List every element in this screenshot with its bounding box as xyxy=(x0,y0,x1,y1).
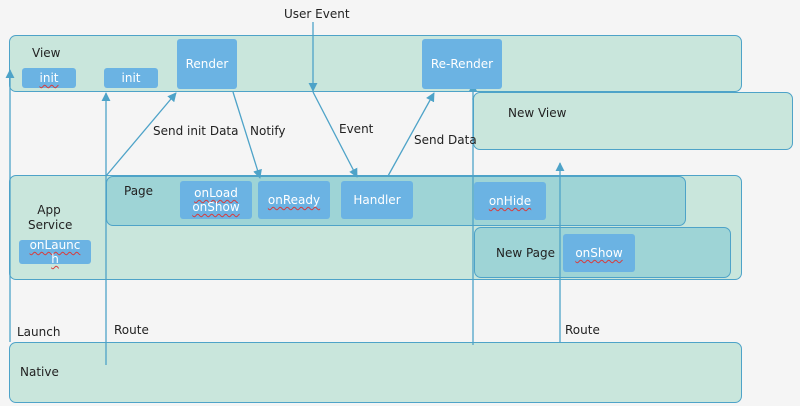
handler-button[interactable]: Handler xyxy=(341,181,413,219)
new-view-lane xyxy=(473,92,793,150)
render-button[interactable]: Render xyxy=(177,39,237,89)
handler-label: Handler xyxy=(353,193,401,207)
onhide-button[interactable]: onHide xyxy=(474,182,546,220)
route-label-1: Route xyxy=(114,323,149,337)
route-label-2: Route xyxy=(565,323,600,337)
notify-label: Notify xyxy=(250,124,286,138)
send-init-data-label: Send init Data xyxy=(153,124,239,138)
new-page-onshow-label: onShow xyxy=(575,246,623,260)
init-label-1: init xyxy=(39,71,59,85)
onready-label: onReady xyxy=(267,193,321,207)
new-view-label: New View xyxy=(508,106,567,120)
launch-label: Launch xyxy=(17,325,61,339)
onhide-label: onHide xyxy=(488,194,532,208)
send-data-arrow xyxy=(387,92,435,177)
app-service-label-line1: App xyxy=(37,203,61,217)
init-label-2: init xyxy=(121,71,141,85)
native-lane xyxy=(9,342,742,403)
rerender-button[interactable]: Re-Render xyxy=(422,39,502,89)
render-label: Render xyxy=(185,57,229,71)
send-data-label: Send Data xyxy=(414,133,477,147)
send-init-data-arrow xyxy=(105,92,177,177)
view-label: View xyxy=(32,46,61,60)
onload-onshow-button[interactable]: onLoad onShow xyxy=(180,181,252,219)
event-arrow xyxy=(312,91,358,178)
onshow-label: onShow xyxy=(192,200,240,214)
onready-button[interactable]: onReady xyxy=(258,181,330,219)
on-launch-label-line2: h xyxy=(51,252,59,266)
init-button-2[interactable]: init xyxy=(104,68,158,88)
app-service-label-line2: Service xyxy=(28,218,73,232)
on-launch-button[interactable]: onLaunc h xyxy=(19,238,91,266)
onload-label: onLoad xyxy=(194,186,238,200)
notify-arrow xyxy=(232,91,262,179)
init-button-1[interactable]: init xyxy=(22,68,76,88)
new-page-onshow-button[interactable]: onShow xyxy=(563,234,635,272)
new-page-label: New Page xyxy=(496,246,556,260)
native-label: Native xyxy=(20,365,59,379)
event-label: Event xyxy=(339,122,374,136)
user-event-label: User Event xyxy=(284,7,350,21)
rerender-label: Re-Render xyxy=(430,57,494,71)
on-launch-label-line1: onLaunc xyxy=(29,238,81,252)
page-label: Page xyxy=(124,184,154,198)
